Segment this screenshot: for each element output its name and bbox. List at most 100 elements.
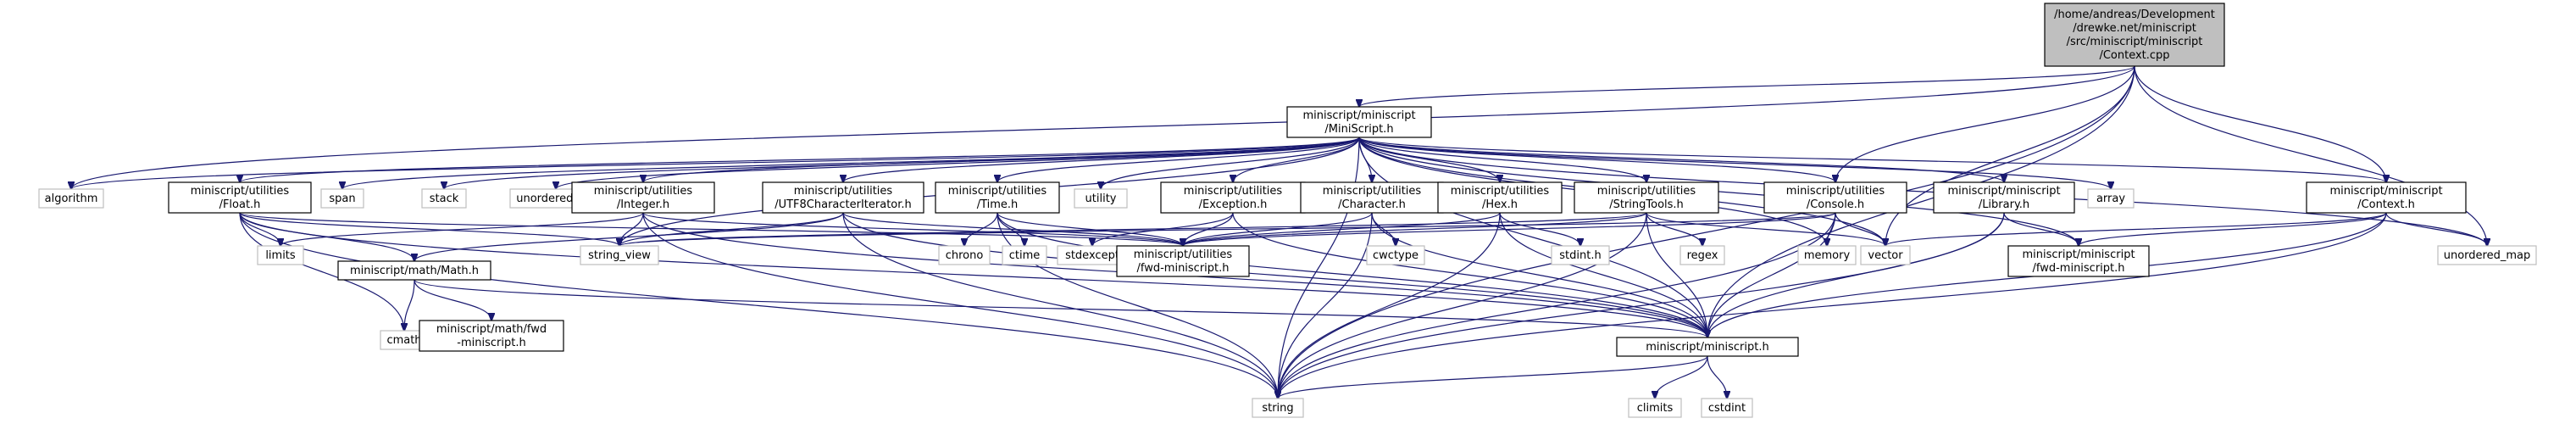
edge-character_h-to-miniscript_h [1371, 212, 1707, 337]
edge-stringtools_h-to-string_view [619, 212, 1647, 246]
node-label-line: limits [265, 249, 296, 262]
node-label-line: vector [1868, 249, 1903, 262]
node-label-line: stack [430, 192, 459, 205]
node-minis-h[interactable]: miniscript/miniscript/MiniScript.h [1286, 106, 1432, 138]
edge-utf8_h-to-math_h [414, 212, 844, 261]
edge-hex_h-to-miniscript_h [1499, 212, 1707, 337]
edge-minis_h-to-library_h [1358, 137, 2004, 182]
edge-integer_h-to-string [642, 212, 1278, 399]
node-chrono: chrono [938, 245, 991, 265]
node-label-line: miniscript/utilities [1451, 185, 1550, 198]
node-utf8-h[interactable]: miniscript/utilities/UTF8CharacterIterat… [762, 181, 924, 214]
edge-miniscript_h-to-climits [1655, 355, 1708, 399]
node-label-line: miniscript/miniscript [1947, 185, 2060, 198]
edge-minis_h-to-console_h [1358, 137, 1835, 182]
edge-math_h-to-fwd_math_h [414, 279, 491, 321]
edge-minis_h-to-context_h [1358, 137, 2386, 182]
node-label-line: cstdint [1708, 402, 1746, 415]
node-climits: climits [1628, 398, 1682, 418]
node-label-line: miniscript/utilities [594, 185, 693, 198]
nodes-layer: /home/andreas/Development/drewke.net/min… [38, 3, 2537, 418]
node-stringtools-h[interactable]: miniscript/utilities/StringTools.h [1574, 181, 1719, 214]
edge-utf8_h-to-string_view [619, 212, 844, 246]
node-label-line: array [2096, 192, 2125, 205]
edge-minis_h-to-time_h [997, 137, 1360, 182]
node-label-line: /Character.h [1338, 198, 1406, 211]
edge-time_h-to-string [997, 212, 1278, 399]
node-label-line: miniscript/utilities [1786, 185, 1885, 198]
edge-float_h-to-string_view [239, 212, 619, 246]
node-label-line: /home/andreas/Development [2054, 8, 2215, 21]
node-label-line: /Float.h [219, 198, 261, 211]
node-label-line: miniscript/miniscript [1302, 109, 1415, 122]
node-label-line: miniscript/utilities [948, 185, 1047, 198]
edge-math_h-to-cmath [404, 279, 415, 331]
node-stdexcept: stdexcept [1057, 245, 1128, 265]
node-label-line: ctime [1009, 249, 1041, 262]
node-float-h[interactable]: miniscript/utilities/Float.h [168, 181, 312, 214]
node-label-line: miniscript/utilities [794, 185, 893, 198]
node-label-line: /Hex.h [1482, 198, 1518, 211]
node-context-cpp[interactable]: /home/andreas/Development/drewke.net/min… [2044, 3, 2225, 67]
node-label-line: miniscript/miniscript [2022, 248, 2135, 261]
edge-minis_h-to-utility [1101, 137, 1360, 189]
edge-minis_h-to-unordered_set [556, 137, 1360, 189]
node-console-h[interactable]: miniscript/utilities/Console.h [1763, 181, 1907, 214]
edge-integer_h-to-limits [280, 212, 644, 246]
node-vector: vector [1860, 245, 1911, 265]
node-math-h[interactable]: miniscript/math/Math.h [337, 260, 491, 281]
edge-float_h-to-fwd_util_h [239, 212, 1183, 246]
edge-minis_h-to-stringtools_h [1358, 137, 1646, 182]
node-array: array [2087, 188, 2135, 209]
node-label-line: /MiniScript.h [1324, 123, 1393, 136]
node-fwd-minis-h[interactable]: miniscript/miniscript/fwd-miniscript.h [2007, 245, 2150, 277]
node-miniscript-h[interactable]: miniscript/miniscript.h [1616, 337, 1799, 357]
edge-utf8_h-to-fwd_util_h [842, 212, 1183, 246]
node-integer-h[interactable]: miniscript/utilities/Integer.h [571, 181, 715, 214]
node-hex-h[interactable]: miniscript/utilities/Hex.h [1437, 181, 1563, 214]
node-character-h[interactable]: miniscript/utilities/Character.h [1300, 181, 1444, 214]
node-label-line: miniscript/utilities [1323, 185, 1422, 198]
edge-context_cpp-to-context_h [2134, 65, 2386, 182]
node-label-line: stdexcept [1065, 249, 1119, 262]
node-label-line: /Context.h [2357, 198, 2415, 211]
node-label-line: memory [1804, 249, 1851, 262]
edge-minis_h-to-algorithm [71, 137, 1360, 189]
edge-console_h-to-string_view [619, 212, 1836, 246]
node-fwd-util-h[interactable]: miniscript/utilities/fwd-miniscript.h [1116, 245, 1250, 277]
node-unordered-map: unordered_map [2437, 245, 2537, 265]
node-label-line: cwctype [1373, 249, 1418, 262]
edge-float_h-to-miniscript_h [239, 212, 1707, 337]
node-label-line: miniscript/miniscript [2329, 185, 2442, 198]
node-regex: regex [1679, 245, 1725, 265]
node-cmath: cmath [380, 330, 429, 350]
edge-library_h-to-string [1278, 212, 2005, 399]
node-exception-h[interactable]: miniscript/utilities/Exception.h [1160, 181, 1306, 214]
edge-utf8_h-to-string [842, 212, 1278, 399]
node-cstdint: cstdint [1701, 398, 1753, 418]
node-library-h[interactable]: miniscript/miniscript/Library.h [1933, 181, 2075, 214]
node-label-line: miniscript/utilities [1597, 185, 1696, 198]
node-label-line: miniscript/math/Math.h [350, 265, 479, 277]
node-label-line: cmath [386, 334, 421, 347]
node-label-line: algorithm [45, 192, 98, 205]
edge-character_h-to-cwctype [1371, 212, 1396, 246]
node-fwd-math-h[interactable]: miniscript/math/fwd-miniscript.h [419, 320, 564, 352]
edge-context_h-to-string [1278, 212, 2387, 399]
node-time-h[interactable]: miniscript/utilities/Time.h [935, 181, 1060, 214]
node-label-line: /Exception.h [1199, 198, 1268, 211]
node-context-h[interactable]: miniscript/miniscript/Context.h [2306, 181, 2467, 214]
node-label-line: /fwd-miniscript.h [2032, 262, 2124, 275]
edge-minis_h-to-hex_h [1358, 137, 1500, 182]
node-label-line: /src/miniscript/miniscript [2067, 36, 2203, 48]
node-limits: limits [257, 245, 304, 265]
edge-character_h-to-string [1278, 212, 1373, 399]
edge-integer_h-to-fwd_util_h [642, 212, 1183, 246]
edge-context_cpp-to-vector [1885, 65, 2135, 246]
edges-layer [71, 65, 2487, 399]
node-label-line: /Library.h [1979, 198, 2029, 211]
edge-library_h-to-miniscript_h [1707, 212, 2005, 337]
edge-utf8_h-to-miniscript_h [842, 212, 1707, 337]
node-label-line: /UTF8CharacterIterator.h [774, 198, 912, 211]
node-label-line: /StringTools.h [1609, 198, 1684, 211]
